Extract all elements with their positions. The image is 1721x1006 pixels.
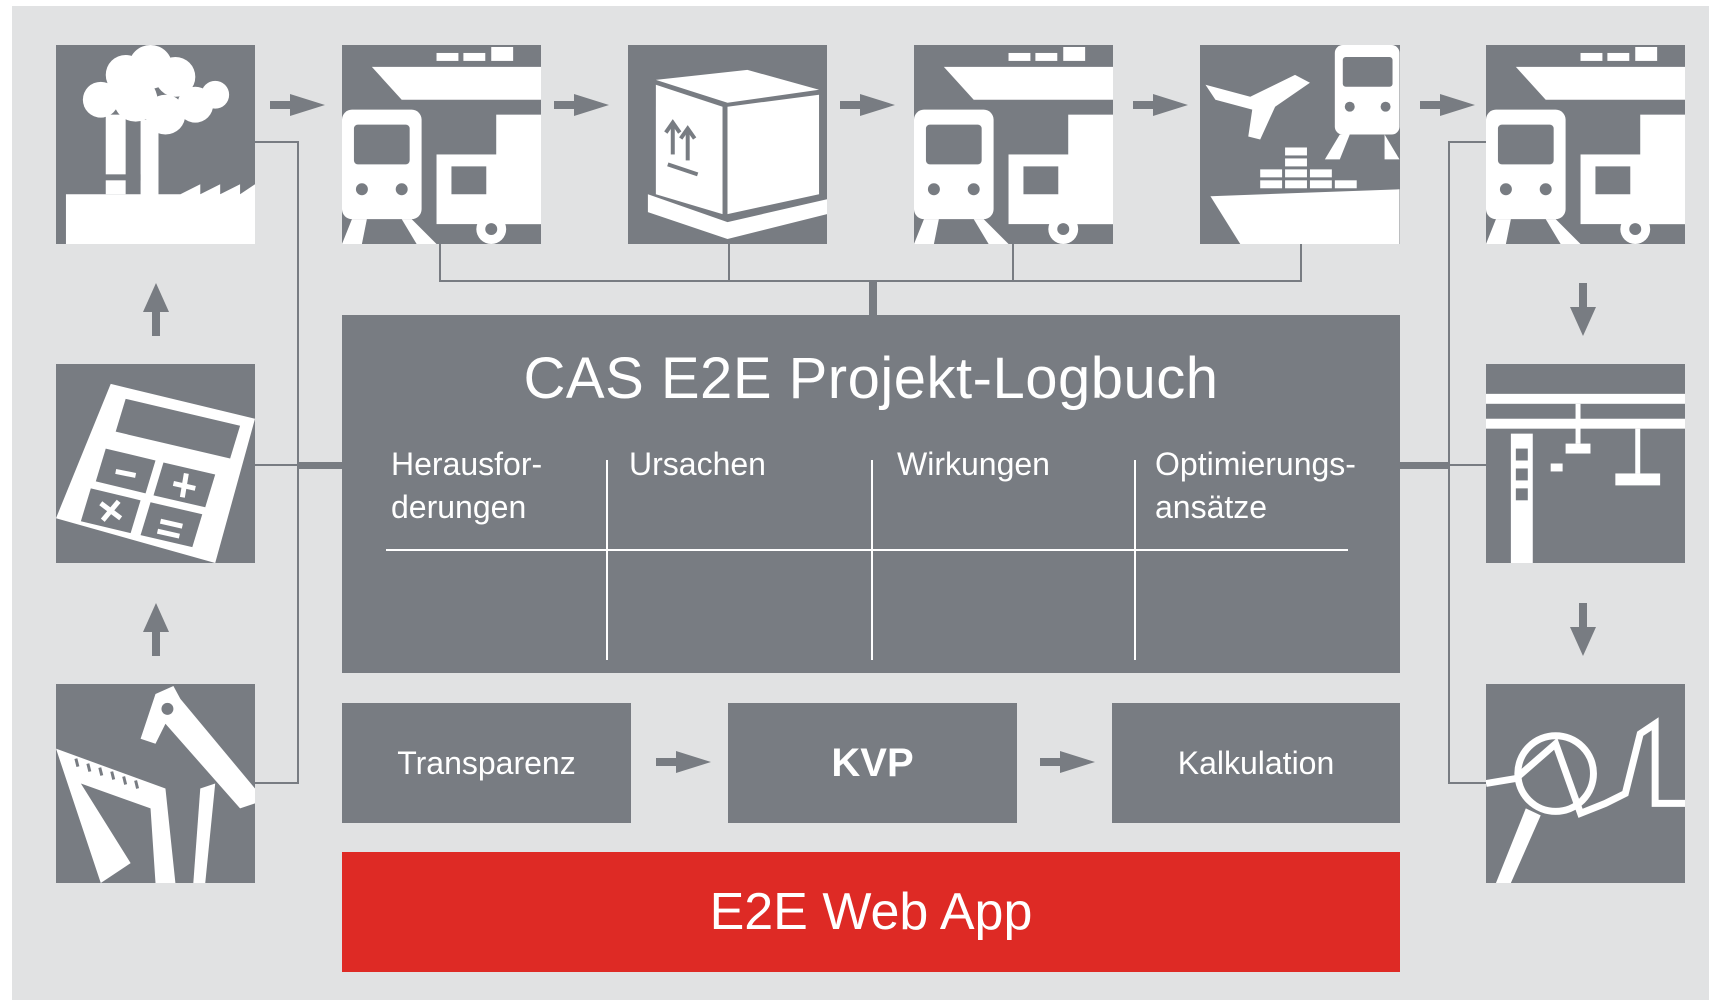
- column-header-optimization: Optimierungs- ansätze: [1155, 446, 1356, 525]
- ship-train-truck-icon: [342, 45, 541, 244]
- ship-train-truck-icon-3: [1486, 45, 1685, 244]
- cargo-box-icon: [628, 45, 827, 244]
- column-header-challenges: Herausfor- derungen: [391, 446, 543, 525]
- calculation-box: Kalkulation: [1112, 703, 1400, 823]
- crane-icon: [1486, 364, 1685, 563]
- logbook-grid: [386, 460, 1348, 660]
- kvp-box: KVP: [728, 703, 1017, 823]
- ship-train-truck-icon-2: [914, 45, 1113, 244]
- logbook-title: CAS E2E Projekt-Logbuch: [523, 346, 1219, 411]
- transparency-box: Transparenz: [342, 703, 631, 823]
- column-header-causes: Ursachen: [629, 446, 766, 482]
- drafting-tools-icon: [56, 684, 255, 883]
- calculator-icon: [56, 364, 255, 563]
- magnifier-analysis-icon: [1486, 684, 1685, 883]
- factory-icon: [56, 45, 255, 244]
- column-header-effects: Wirkungen: [897, 446, 1050, 482]
- plane-train-container-ship-icon: [1200, 45, 1400, 244]
- webapp-bar: E2E Web App: [342, 852, 1400, 972]
- logbook-panel: CAS E2E Projekt-Logbuch Herausfor- derun…: [342, 315, 1400, 673]
